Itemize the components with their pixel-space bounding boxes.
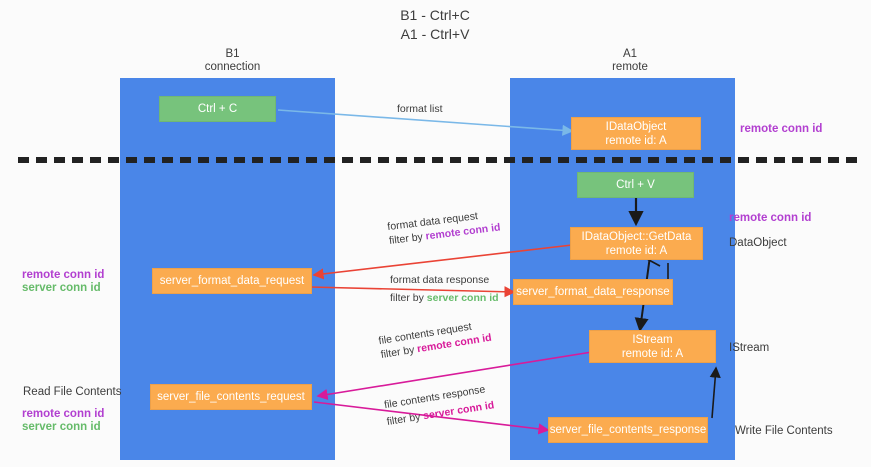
node-server-format-data-request[interactable]: server_format_data_request bbox=[152, 268, 312, 294]
annotation-left-remote-conn-id: remote conn id bbox=[22, 269, 105, 281]
annotation-left-remote-conn-id-2: remote conn id bbox=[22, 408, 105, 420]
page-title: B1 - Ctrl+C A1 - Ctrl+V bbox=[400, 7, 470, 42]
annotation-remote-conn-id-top: remote conn id bbox=[740, 123, 823, 135]
edge-label-file-contents-request: file contents request filter by remote c… bbox=[378, 317, 493, 362]
edge-label-format-data-response-line1: format data response bbox=[390, 274, 490, 286]
annotation-istream: IStream bbox=[729, 342, 770, 354]
edge-label-format-data-response-line2: filter by server conn id bbox=[390, 291, 499, 305]
annotation-left-server-conn-id: server conn id bbox=[22, 282, 101, 294]
annotation-dataobject: DataObject bbox=[729, 237, 787, 249]
lane-header-a1: A1 remote bbox=[612, 48, 648, 73]
node-istream[interactable]: IStream remote id: A bbox=[589, 330, 716, 363]
filter-prefix: filter by bbox=[388, 230, 427, 248]
lane-header-b1: B1 connection bbox=[204, 48, 261, 73]
edge-label-format-data-response: format data response filter by server co… bbox=[390, 273, 499, 305]
annotation-left-server-conn-id-2: server conn id bbox=[22, 421, 101, 433]
edge-label-file-contents-response: file contents response filter by server … bbox=[383, 381, 495, 429]
node-idataobject-getdata[interactable]: IDataObject::GetData remote id: A bbox=[570, 227, 703, 260]
node-ctrl-c[interactable]: Ctrl + C bbox=[159, 96, 276, 122]
edge-label-format-list: format list bbox=[397, 103, 443, 115]
annotation-write-file-contents: Write File Contents bbox=[735, 425, 833, 437]
annotation-remote-conn-id-mid: remote conn id bbox=[729, 212, 812, 224]
filter-prefix: filter by bbox=[390, 292, 427, 304]
node-server-format-data-response[interactable]: server_format_data_response bbox=[513, 279, 673, 305]
node-idataobject[interactable]: IDataObject remote id: A bbox=[571, 117, 701, 150]
filter-prefix: filter by bbox=[385, 410, 425, 429]
filter-key-server-conn-id: server conn id bbox=[426, 292, 499, 304]
edge-label-format-data-request: format data request filter by remote con… bbox=[387, 207, 502, 248]
node-ctrl-v[interactable]: Ctrl + V bbox=[577, 172, 694, 198]
node-server-file-contents-response[interactable]: server_file_contents_response bbox=[548, 417, 708, 443]
node-server-file-contents-request[interactable]: server_file_contents_request bbox=[150, 384, 312, 410]
annotation-read-file-contents: Read File Contents bbox=[23, 386, 122, 398]
